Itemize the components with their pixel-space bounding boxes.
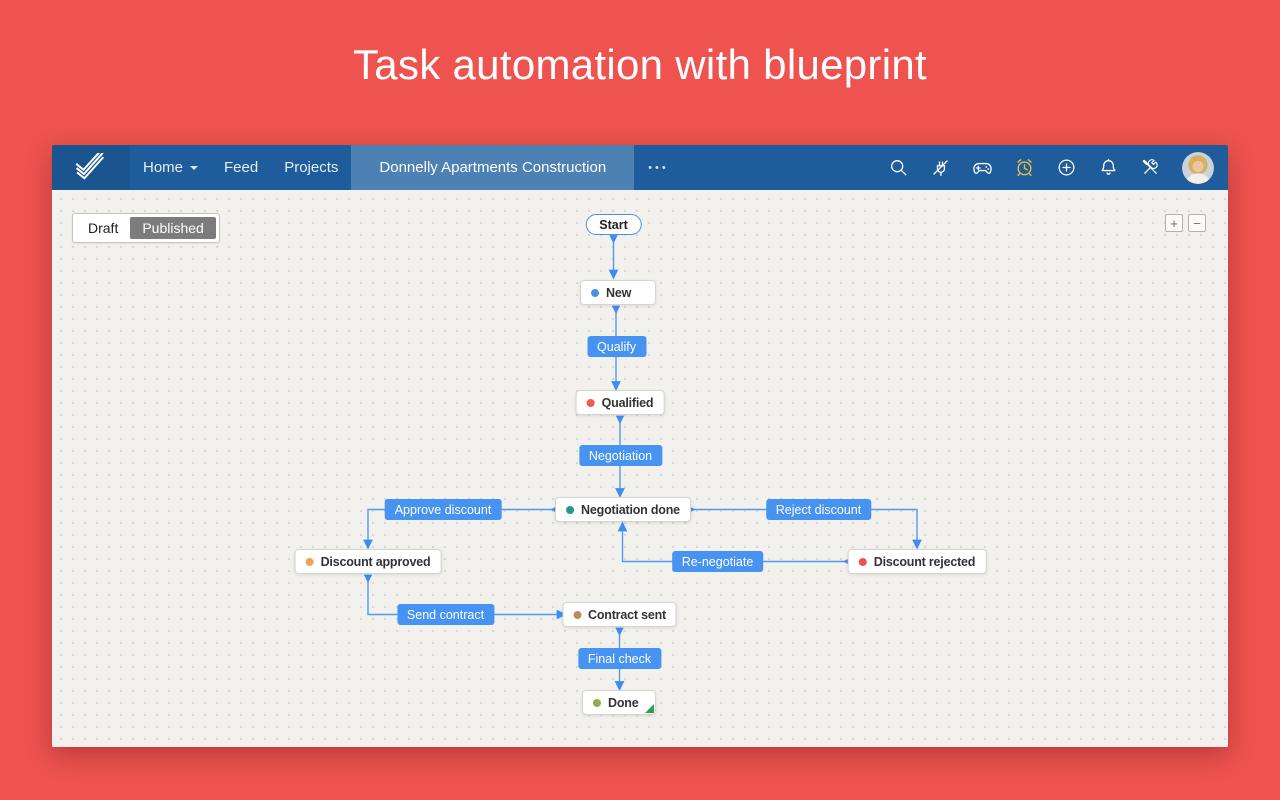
caret-down-icon	[190, 165, 199, 170]
plug-icon[interactable]	[930, 157, 951, 178]
toggle-published[interactable]: Published	[130, 217, 216, 239]
status-label: Contract sent	[588, 607, 666, 622]
transition-negotiation[interactable]: Negotiation	[578, 445, 663, 466]
zoom-in-button[interactable]: +	[1165, 214, 1183, 232]
tools-icon[interactable]	[1140, 157, 1161, 178]
gamepad-icon[interactable]	[972, 157, 993, 178]
status-dot	[593, 698, 601, 707]
toggle-draft-label: Draft	[88, 220, 119, 236]
nav-item-label: Projects	[284, 159, 339, 176]
nav-item-home[interactable]: Home	[130, 145, 211, 190]
nav-item-label: Feed	[224, 159, 259, 176]
transition-reject-discount[interactable]: Reject discount	[765, 499, 872, 520]
status-node-done[interactable]: Done	[582, 690, 656, 715]
nav-item-feed[interactable]: Feed	[211, 145, 271, 190]
status-dot	[586, 398, 595, 407]
done-corner-badge	[645, 704, 654, 713]
page-title: Task automation with blueprint	[353, 41, 927, 88]
transition-label: Reject discount	[775, 502, 862, 517]
app-logo[interactable]	[52, 145, 130, 190]
blueprint-canvas[interactable]: Draft Published + − Start New	[52, 190, 1228, 747]
status-dot	[858, 557, 867, 566]
nav-item-projects[interactable]: Projects	[271, 145, 351, 190]
status-label: Qualified	[601, 395, 654, 410]
active-project-tab[interactable]: Donnelly Apartments Construction	[351, 145, 635, 190]
transition-label: Send contract	[406, 607, 485, 622]
status-dot	[305, 557, 314, 566]
zoom-out-button[interactable]: −	[1188, 214, 1206, 232]
toggle-published-label: Published	[142, 220, 204, 236]
status-label: Discount approved	[320, 554, 431, 569]
tab-overflow-button[interactable]: •••	[634, 145, 683, 190]
edge-re-negotiate	[617, 521, 852, 566]
toggle-draft[interactable]: Draft	[76, 217, 130, 239]
ellipsis-icon: •••	[648, 161, 669, 174]
status-node-new[interactable]: New	[580, 280, 656, 305]
top-navbar: Home Feed Projects Donnelly Apartments C…	[52, 145, 1228, 190]
status-label: Negotiation done	[581, 502, 680, 517]
edge-send-contract	[363, 574, 567, 620]
status-node-negotiation-done[interactable]: Negotiation done	[555, 497, 691, 522]
navbar-actions	[888, 145, 1228, 190]
start-node[interactable]: Start	[585, 214, 642, 235]
status-label: Done	[608, 695, 639, 710]
transition-label: Approve discount	[394, 502, 492, 517]
transition-label: Final check	[587, 651, 652, 666]
draft-published-toggle: Draft Published	[72, 213, 220, 243]
status-dot	[566, 505, 575, 514]
status-node-qualified[interactable]: Qualified	[575, 390, 665, 415]
zoom-controls: + −	[1165, 214, 1206, 232]
search-icon[interactable]	[888, 157, 909, 178]
bell-icon[interactable]	[1098, 157, 1119, 178]
transition-final-check[interactable]: Final check	[577, 648, 662, 669]
alarm-icon[interactable]	[1014, 157, 1035, 178]
nav-item-label: Home	[143, 159, 184, 176]
transition-approve-discount[interactable]: Approve discount	[384, 499, 502, 520]
status-node-discount-rejected[interactable]: Discount rejected	[847, 549, 987, 574]
status-label: New	[606, 285, 632, 300]
user-avatar[interactable]	[1182, 151, 1214, 184]
add-icon[interactable]	[1056, 157, 1077, 178]
transition-qualify[interactable]: Qualify	[587, 336, 646, 357]
transition-re-negotiate[interactable]: Re-negotiate	[671, 551, 764, 572]
status-dot	[573, 610, 582, 619]
transition-label: Re-negotiate	[681, 554, 754, 569]
active-project-tab-label: Donnelly Apartments Construction	[379, 159, 607, 176]
status-node-contract-sent[interactable]: Contract sent	[562, 602, 677, 627]
status-dot	[591, 288, 599, 297]
edge-reject-discount	[687, 505, 922, 550]
projects-logo-icon	[75, 152, 105, 180]
transition-label: Qualify	[597, 339, 636, 354]
app-window: Home Feed Projects Donnelly Apartments C…	[52, 145, 1228, 747]
transition-label: Negotiation	[588, 448, 653, 463]
transition-send-contract[interactable]: Send contract	[396, 604, 495, 625]
status-label: Discount rejected	[873, 554, 976, 569]
start-node-label: Start	[599, 217, 628, 232]
status-node-discount-approved[interactable]: Discount approved	[294, 549, 442, 574]
